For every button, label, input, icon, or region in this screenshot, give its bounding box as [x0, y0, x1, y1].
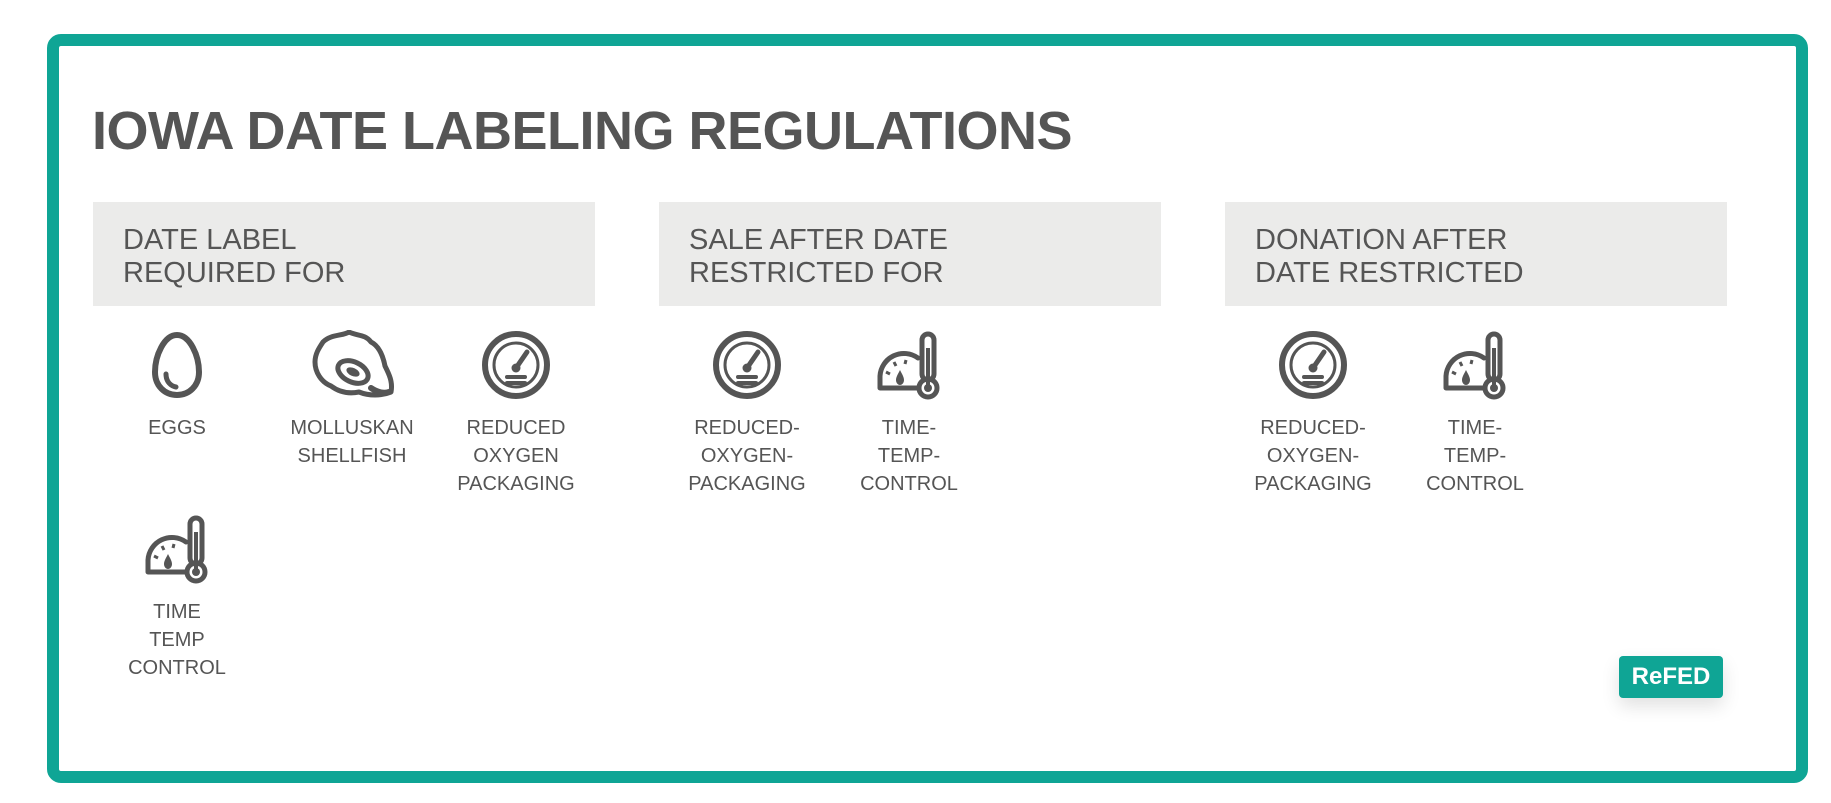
item-time-temp-control: TIME TEMP CONTROL: [87, 514, 267, 682]
caption-line: TEMP: [149, 629, 205, 651]
item-caption: REDUCED OXYGEN PACKAGING: [426, 414, 606, 498]
caption-line: PACKAGING: [688, 473, 806, 495]
caption-line: PACKAGING: [457, 473, 575, 495]
thermometer-gauge-icon: [145, 515, 208, 584]
panel-heading-line: REQUIRED FOR: [123, 257, 346, 289]
gauge-icon: [1279, 331, 1347, 399]
panel-heading-line: RESTRICTED FOR: [689, 257, 944, 289]
item-reduced-oxygen-packaging: REDUCED OXYGEN PACKAGING: [426, 330, 606, 498]
panel-heading-line: SALE AFTER DATE: [689, 224, 948, 256]
caption-line: SHELLFISH: [297, 445, 407, 467]
caption-line: EGGS: [148, 417, 206, 439]
caption-line: TIME: [153, 601, 201, 623]
item-reduced-oxygen-packaging: REDUCED- OXYGEN- PACKAGING: [657, 330, 837, 498]
caption-line: OXYGEN-: [700, 445, 794, 467]
panel-heading-date-label-required: DATE LABEL REQUIRED FOR: [93, 202, 595, 306]
item-time-temp-control: TIME- TEMP- CONTROL: [1385, 330, 1565, 498]
refed-logo: ReFED: [1619, 656, 1723, 698]
item-time-temp-control: TIME- TEMP- CONTROL: [819, 330, 999, 498]
item-reduced-oxygen-packaging: REDUCED- OXYGEN- PACKAGING: [1223, 330, 1403, 498]
caption-line: REDUCED-: [1260, 417, 1366, 439]
caption-line: CONTROL: [860, 473, 958, 495]
item-caption: REDUCED- OXYGEN- PACKAGING: [1223, 414, 1403, 498]
thermometer-gauge-icon: [877, 331, 940, 400]
caption-line: REDUCED: [466, 417, 566, 439]
panel-heading-line: DATE LABEL: [123, 224, 297, 256]
item-caption: TIME- TEMP- CONTROL: [819, 414, 999, 498]
item-caption: REDUCED- OXYGEN- PACKAGING: [657, 414, 837, 498]
caption-line: MOLLUSKAN: [290, 417, 414, 439]
item-molluskan-shellfish: MOLLUSKAN SHELLFISH: [262, 330, 442, 470]
item-caption: TIME- TEMP- CONTROL: [1385, 414, 1565, 498]
caption-line: TEMP-: [1443, 445, 1507, 467]
infographic-frame: [47, 34, 1808, 783]
panel-heading-line: DONATION AFTER: [1255, 224, 1508, 256]
gauge-icon: [713, 331, 781, 399]
thermometer-gauge-icon: [1443, 331, 1506, 400]
item-eggs: EGGS: [87, 330, 267, 442]
caption-line: TIME-: [1447, 417, 1503, 439]
egg-icon: [151, 331, 203, 399]
caption-line: OXYGEN: [473, 445, 559, 467]
gauge-icon: [482, 331, 550, 399]
panel-heading-sale-after-date: SALE AFTER DATE RESTRICTED FOR: [659, 202, 1161, 306]
panel-heading-line: DATE RESTRICTED: [1255, 257, 1524, 289]
caption-line: CONTROL: [128, 657, 226, 679]
caption-line: CONTROL: [1426, 473, 1524, 495]
panel-heading-donation-after-date: DONATION AFTER DATE RESTRICTED: [1225, 202, 1727, 306]
caption-line: TEMP-: [877, 445, 941, 467]
page-title: IOWA DATE LABELING REGULATIONS: [92, 101, 1072, 161]
item-caption: MOLLUSKAN SHELLFISH: [262, 414, 442, 470]
caption-line: REDUCED-: [694, 417, 800, 439]
caption-line: TIME-: [881, 417, 937, 439]
caption-line: OXYGEN-: [1266, 445, 1360, 467]
oyster-icon: [312, 330, 394, 398]
caption-line: PACKAGING: [1254, 473, 1372, 495]
item-caption: TIME TEMP CONTROL: [87, 598, 267, 682]
item-caption: EGGS: [87, 414, 267, 442]
